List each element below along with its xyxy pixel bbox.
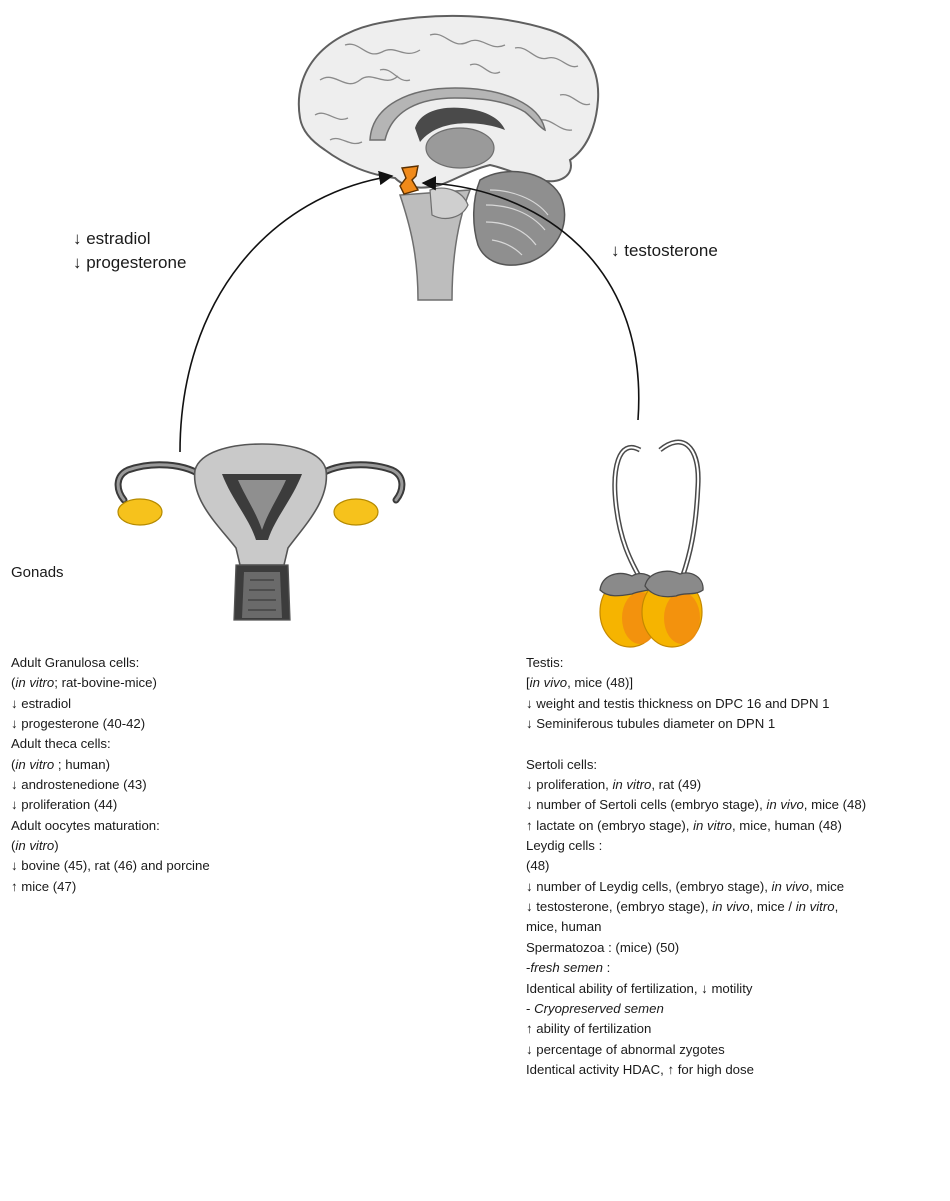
male-effect-text: in vitro xyxy=(693,818,732,833)
male-effect-line: Leydig cells : xyxy=(526,836,866,856)
male-effect-line: Testis: xyxy=(526,653,866,673)
male-effect-text: ↓ testosterone, (embryo stage), xyxy=(526,899,712,914)
female-effect-text: Adult oocytes maturation: xyxy=(11,818,160,833)
female-effect-text: ; rat-bovine-mice) xyxy=(54,675,157,690)
female-effect-text: ↑ mice (47) xyxy=(11,879,76,894)
male-effect-line: (48) xyxy=(526,856,866,876)
female-effect-text: in vitro xyxy=(15,757,54,772)
female-effect-text: in vitro xyxy=(15,838,54,853)
female-effect-line: ↓ estradiol xyxy=(11,694,210,714)
female-effect-text: Adult Granulosa cells: xyxy=(11,655,139,670)
female-effect-text: ; human) xyxy=(54,757,110,772)
female-effect-text: ↓ bovine (45), rat (46) and porcine xyxy=(11,858,210,873)
male-effect-line: ↓ weight and testis thickness on DPC 16 … xyxy=(526,694,866,714)
female-effect-text: Adult theca cells: xyxy=(11,736,111,751)
left-ovary xyxy=(118,499,162,525)
male-effect-text: ↓ percentage of abnormal zygotes xyxy=(526,1042,725,1057)
male-effect-text: fresh semen xyxy=(530,960,603,975)
female-effect-line: ↓ progesterone (40-42) xyxy=(11,714,210,734)
male-effect-line: -fresh semen : xyxy=(526,958,866,978)
male-effect-text: in vitro xyxy=(796,899,835,914)
female-effect-line: (in vitro; rat-bovine-mice) xyxy=(11,673,210,693)
female-effect-line: Adult Granulosa cells: xyxy=(11,653,210,673)
male-effect-text: ↓ number of Sertoli cells (embryo stage)… xyxy=(526,797,766,812)
arrow-ovary-to-brain xyxy=(180,176,392,452)
male-effect-text: ↓ number of Leydig cells, (embryo stage)… xyxy=(526,879,772,894)
male-effect-text: ↓ proliferation, xyxy=(526,777,613,792)
male-effect-line: mice, human xyxy=(526,917,866,937)
brain-illustration xyxy=(299,16,598,300)
male-effect-line: ↓ percentage of abnormal zygotes xyxy=(526,1040,866,1060)
male-effect-line: ↓ Seminiferous tubules diameter on DPN 1 xyxy=(526,714,866,734)
male-effect-text: in vitro xyxy=(613,777,652,792)
male-effect-line: Sertoli cells: xyxy=(526,755,866,775)
female-effect-line: (in vitro) xyxy=(11,836,210,856)
male-effect-text: , mice (48) xyxy=(804,797,866,812)
male-effect-line: ↑ lactate on (embryo stage), in vitro, m… xyxy=(526,816,866,836)
male-effect-text: ↑ lactate on (embryo stage), xyxy=(526,818,693,833)
male-effect-text: Testis: xyxy=(526,655,563,670)
male-effect-text: , mice (48)] xyxy=(567,675,633,690)
female-effect-line: ↓ androstenedione (43) xyxy=(11,775,210,795)
female-effect-text: ) xyxy=(54,838,58,853)
male-effect-text: Leydig cells : xyxy=(526,838,602,853)
uterus-illustration xyxy=(118,444,402,620)
female-effect-line: Adult theca cells: xyxy=(11,734,210,754)
male-effect-text: , mice xyxy=(809,879,844,894)
male-effects-list: Testis: [in vivo, mice (48)] ↓ weight and … xyxy=(526,653,866,1080)
female-effect-text: ↓ estradiol xyxy=(11,696,71,711)
male-effect-text: (48) xyxy=(526,858,549,873)
testis-illustration xyxy=(600,442,703,647)
male-hormone-label: ↓ testosterone xyxy=(611,238,718,264)
male-effect-text: in vivo xyxy=(772,879,809,894)
male-effect-text: , rat (49) xyxy=(651,777,701,792)
female-effect-text: in vitro xyxy=(15,675,54,690)
thalamus xyxy=(426,128,494,168)
male-effect-text: : xyxy=(603,960,610,975)
male-effect-line: ↓ number of Leydig cells, (embryo stage)… xyxy=(526,877,866,897)
male-effect-line: - Cryopreserved semen xyxy=(526,999,866,1019)
female-effect-line: (in vitro ; human) xyxy=(11,755,210,775)
male-effect-line: ↑ ability of fertilization xyxy=(526,1019,866,1039)
male-effect-text: Spermatozoa : (mice) (50) xyxy=(526,940,679,955)
male-effect-text: , mice / xyxy=(750,899,796,914)
male-effect-line: ↓ proliferation, in vitro, rat (49) xyxy=(526,775,866,795)
male-effect-line: [in vivo, mice (48)] xyxy=(526,673,866,693)
female-hormone-label-2: ↓ progesterone xyxy=(73,250,186,276)
female-effect-text: ↓ androstenedione (43) xyxy=(11,777,147,792)
male-effect-text: Identical activity HDAC, ↑ for high dose xyxy=(526,1062,754,1077)
male-effect-text: in vivo xyxy=(712,899,749,914)
male-effect-text: ↓ Seminiferous tubules diameter on DPN 1 xyxy=(526,716,775,731)
female-effect-text: ↓ proliferation (44) xyxy=(11,797,117,812)
male-effect-text: , xyxy=(835,899,839,914)
male-effect-text: mice, human xyxy=(526,919,602,934)
male-effect-line: Identical activity HDAC, ↑ for high dose xyxy=(526,1060,866,1080)
male-effect-text: , mice, human (48) xyxy=(732,818,842,833)
female-hormone-label-1: ↓ estradiol xyxy=(73,226,150,252)
male-effect-text: ↑ ability of fertilization xyxy=(526,1021,651,1036)
female-effects-list: Adult Granulosa cells: (in vitro; rat-bov… xyxy=(11,653,210,897)
male-effect-text: Cryopreserved semen xyxy=(534,1001,664,1016)
female-effect-text: ↓ progesterone (40-42) xyxy=(11,716,145,731)
male-effect-line: ↓ testosterone, (embryo stage), in vivo,… xyxy=(526,897,866,917)
male-effect-text: ↓ weight and testis thickness on DPC 16 … xyxy=(526,696,829,711)
male-effect-line: Identical ability of fertilization, ↓ mo… xyxy=(526,979,866,999)
female-effect-line: Adult oocytes maturation: xyxy=(11,816,210,836)
gonads-label: Gonads xyxy=(11,560,64,586)
cerebellum xyxy=(474,172,565,266)
male-effect-text: in vivo xyxy=(766,797,803,812)
male-effect-line xyxy=(526,734,866,754)
right-ovary xyxy=(334,499,378,525)
male-effect-line: Spermatozoa : (mice) (50) xyxy=(526,938,866,958)
male-effect-text: - xyxy=(526,1001,534,1016)
female-effect-line: ↑ mice (47) xyxy=(11,877,210,897)
female-effect-line: ↓ proliferation (44) xyxy=(11,795,210,815)
male-effect-text: in vivo xyxy=(530,675,567,690)
male-effect-text: Identical ability of fertilization, ↓ mo… xyxy=(526,981,752,996)
male-effect-line: ↓ number of Sertoli cells (embryo stage)… xyxy=(526,795,866,815)
female-effect-line: ↓ bovine (45), rat (46) and porcine xyxy=(11,856,210,876)
male-effect-text: Sertoli cells: xyxy=(526,757,597,772)
